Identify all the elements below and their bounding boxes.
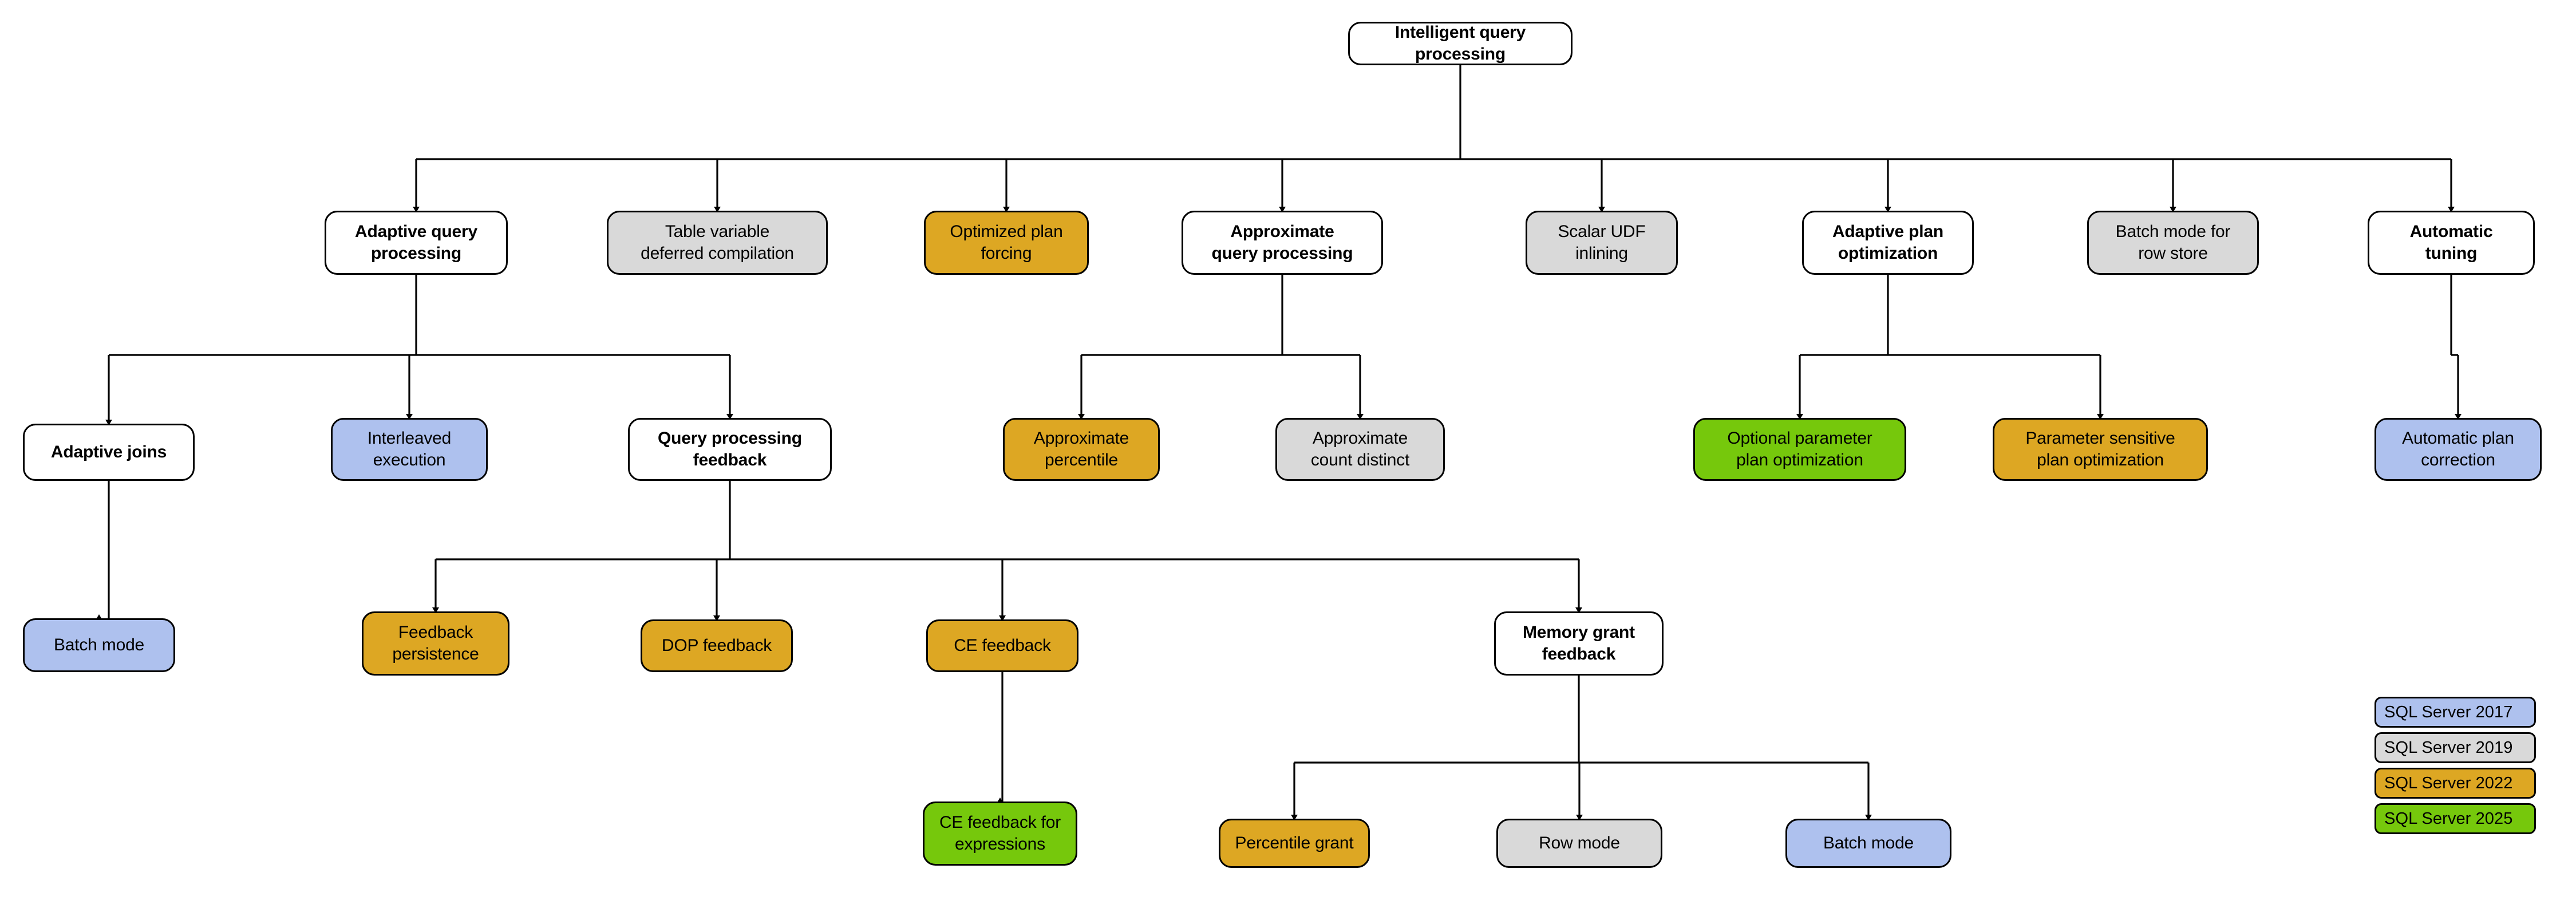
node-label: Percentile grant bbox=[1235, 833, 1354, 852]
legend-label: SQL Server 2017 bbox=[2384, 702, 2513, 721]
node-label: Row mode bbox=[1539, 833, 1620, 852]
legend-item-sql-server-2025[interactable]: SQL Server 2025 bbox=[2374, 803, 2536, 834]
node-cef[interactable]: CE feedback bbox=[926, 619, 1078, 672]
node-dopf[interactable]: DOP feedback bbox=[641, 619, 793, 672]
legend-label: SQL Server 2025 bbox=[2384, 809, 2513, 828]
node-bm1[interactable]: Batch mode bbox=[23, 618, 175, 672]
node-pg[interactable]: Percentile grant bbox=[1219, 819, 1370, 868]
node-label: Batch mode bbox=[1823, 833, 1914, 852]
node-label: Batch mode bbox=[53, 635, 145, 654]
legend-item-sql-server-2019[interactable]: SQL Server 2019 bbox=[2374, 732, 2536, 763]
legend-item-sql-server-2017[interactable]: SQL Server 2017 bbox=[2374, 697, 2536, 728]
legend-label: SQL Server 2022 bbox=[2384, 773, 2513, 792]
node-label: CE feedback bbox=[954, 635, 1051, 655]
node-label: DOP feedback bbox=[661, 635, 772, 655]
node-bm2[interactable]: Batch mode bbox=[1785, 819, 1951, 868]
node-label: Adaptive joins bbox=[50, 442, 167, 461]
node-aj[interactable]: Adaptive joins bbox=[23, 424, 195, 481]
legend-item-sql-server-2022[interactable]: SQL Server 2022 bbox=[2374, 768, 2536, 799]
legend-label: SQL Server 2019 bbox=[2384, 738, 2513, 757]
node-rm[interactable]: Row mode bbox=[1496, 819, 1662, 868]
